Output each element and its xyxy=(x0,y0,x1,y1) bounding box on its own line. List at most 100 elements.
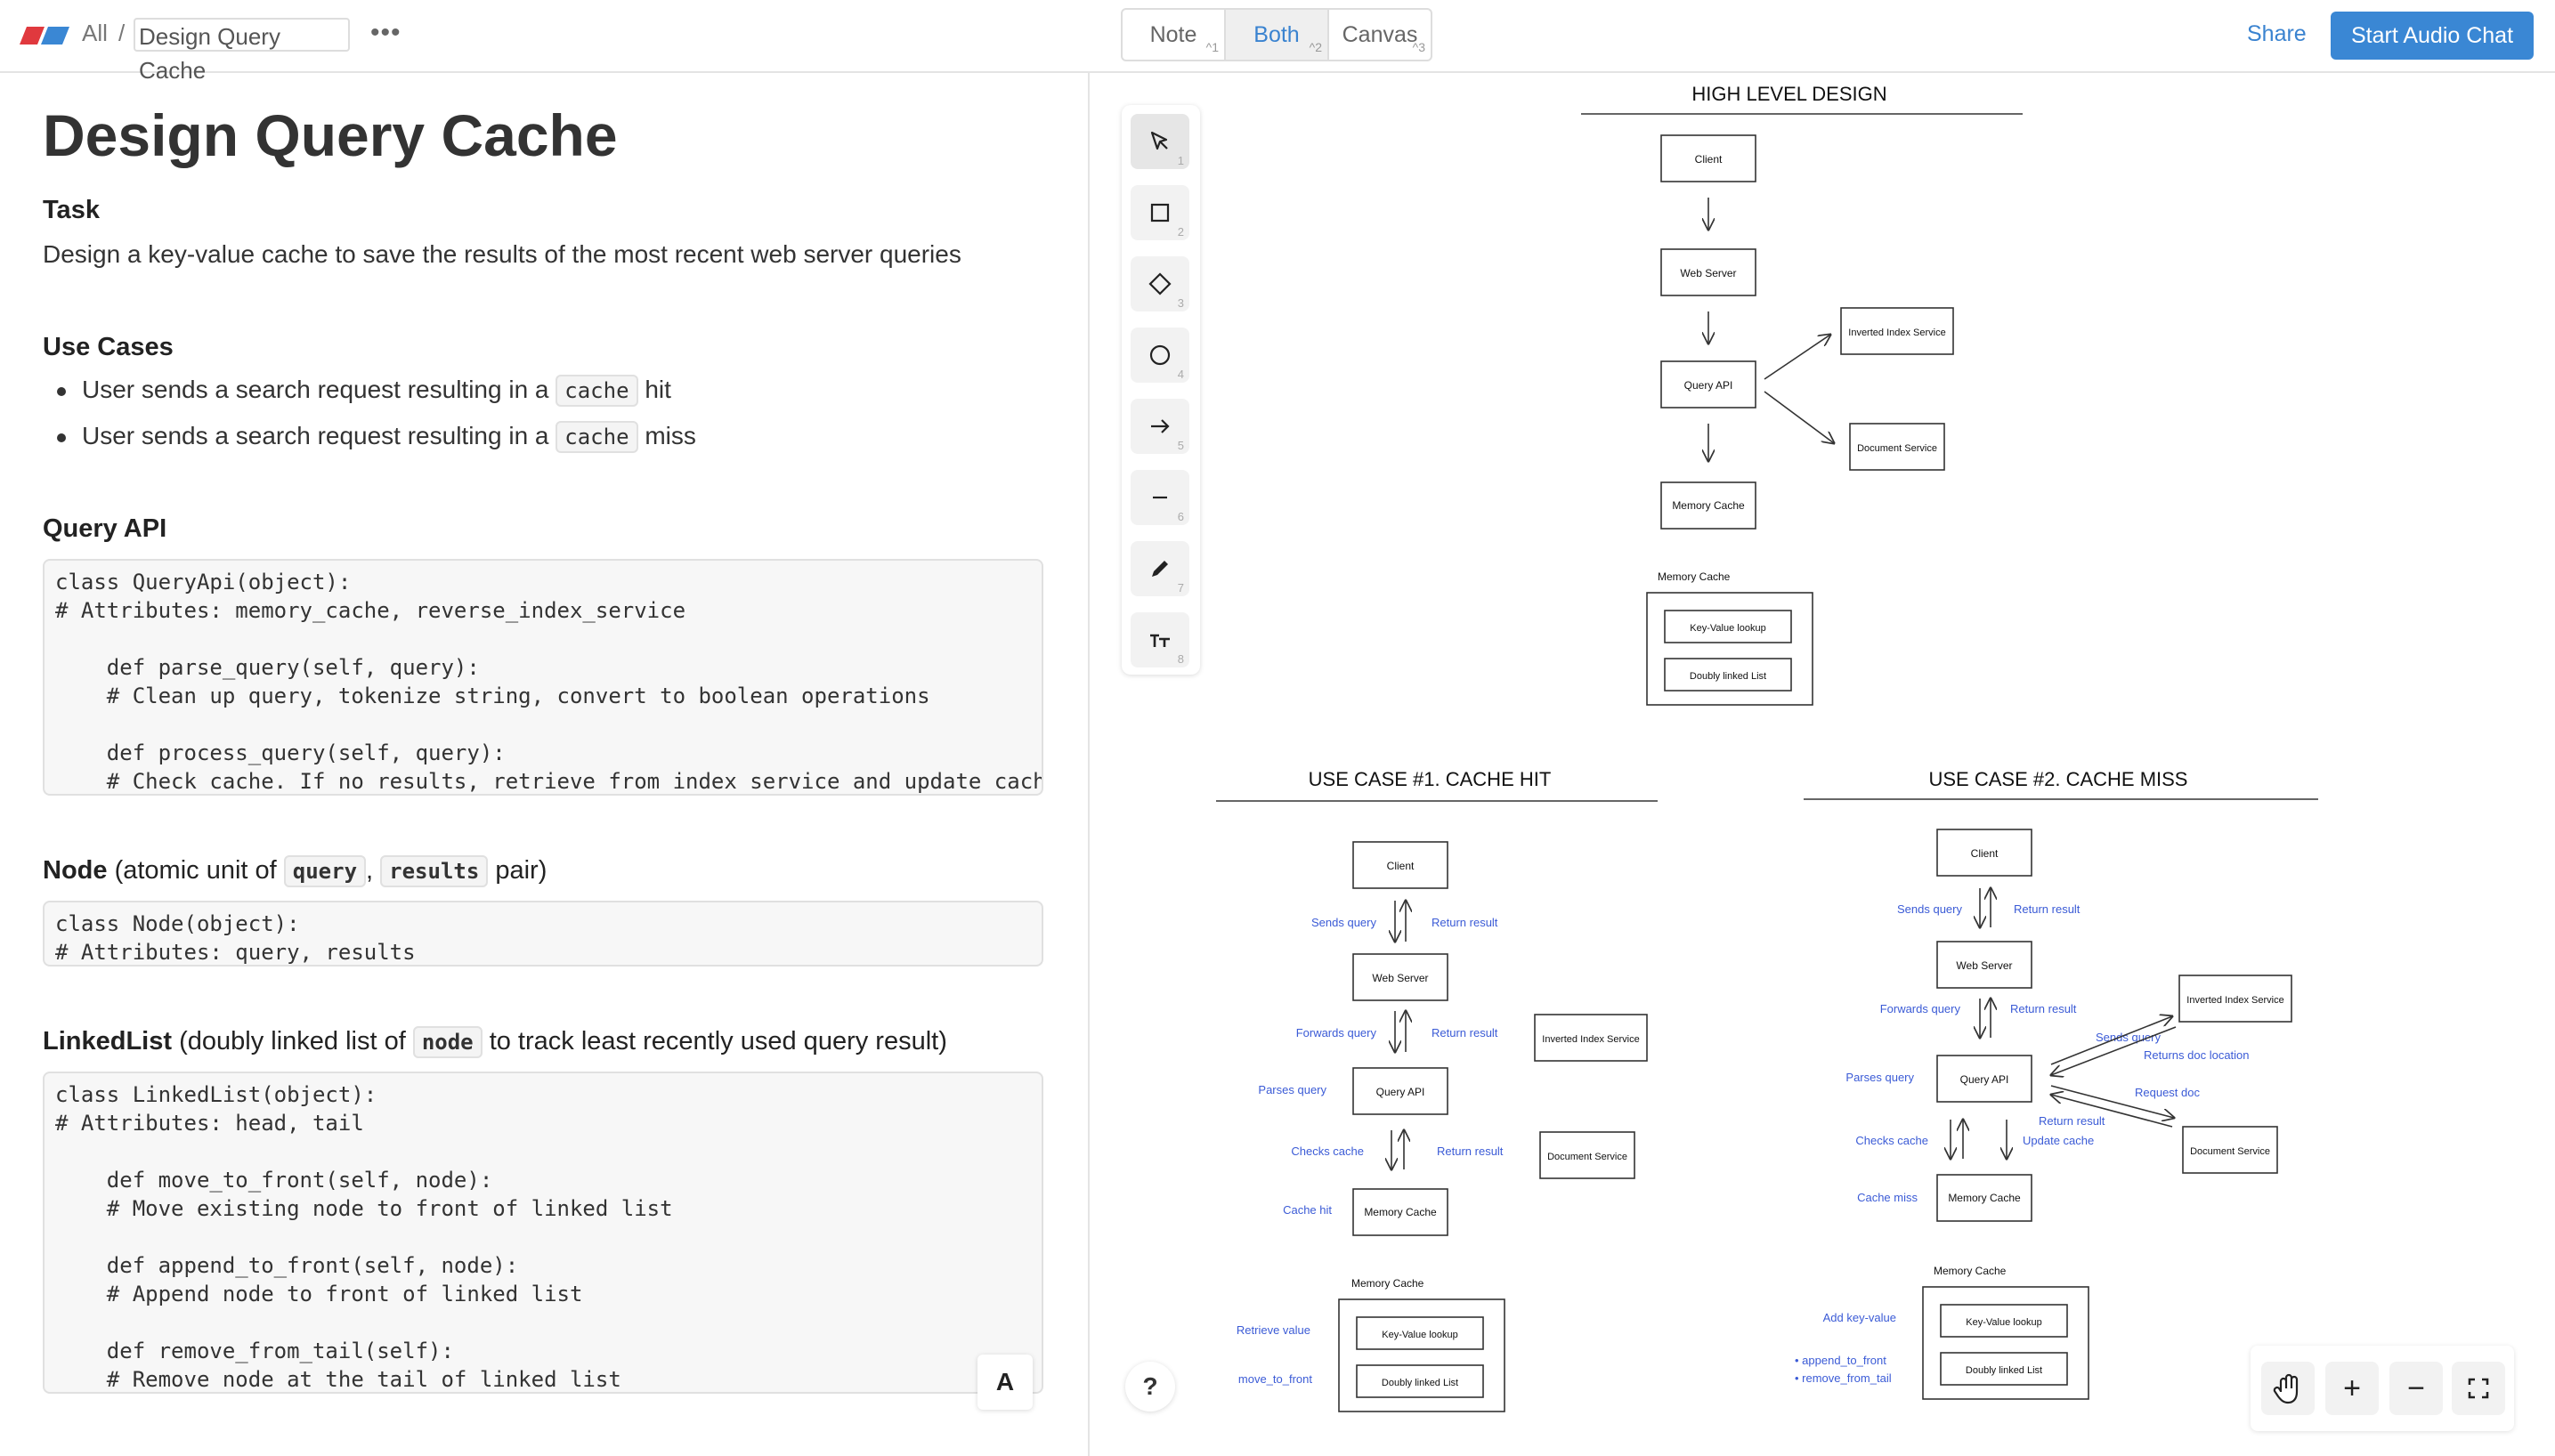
inline-code: results xyxy=(380,855,489,887)
diamond-tool-button[interactable]: 3 xyxy=(1131,256,1189,311)
linkedlist-heading-desc-end: to track least recently used query resul… xyxy=(489,1027,947,1056)
text-tool-button[interactable]: 8 xyxy=(1131,612,1189,667)
view-canvas-tab[interactable]: Canvas ^3 xyxy=(1329,10,1431,60)
uc1-document-service-label: Document Service xyxy=(1547,1152,1627,1162)
use-cases-heading: Use Cases xyxy=(43,333,174,361)
document-name-field[interactable]: Design Query Cache xyxy=(134,18,350,84)
uc1-kv-label: Key-Value lookup xyxy=(1382,1330,1457,1340)
share-link[interactable]: Share xyxy=(2247,21,2307,46)
hld-mc-caption: Memory Cache xyxy=(1658,570,1731,583)
arrow-right-icon xyxy=(1151,419,1170,433)
drawing-toolbar: 1 2 3 4 5 6 7 8 xyxy=(1122,105,1200,675)
linkedlist-heading-title: LinkedList xyxy=(43,1027,173,1056)
uc1-webserver-box[interactable] xyxy=(1352,953,1448,1001)
uc1-client-label: Client xyxy=(1387,860,1415,872)
select-tool-button[interactable]: 1 xyxy=(1131,114,1189,169)
uc2-webserver-box[interactable] xyxy=(1936,941,2032,989)
uc1-queryapi-box[interactable] xyxy=(1352,1067,1448,1115)
uc1-kv-box[interactable] xyxy=(1356,1316,1484,1350)
bullet-icon xyxy=(57,433,66,442)
uc2-client-box[interactable] xyxy=(1936,829,2032,877)
uc1-cache-hit: Cache hit xyxy=(1283,1203,1332,1217)
uc1-parses-query: Parses query xyxy=(1258,1083,1326,1096)
more-options-button[interactable]: ••• xyxy=(370,18,402,47)
view-note-tab[interactable]: Note ^1 xyxy=(1123,10,1226,60)
hld-kv-box[interactable] xyxy=(1664,610,1792,643)
app-logo-icon[interactable] xyxy=(20,25,71,46)
view-both-tab[interactable]: Both ^2 xyxy=(1226,10,1329,60)
fit-to-screen-button[interactable] xyxy=(2452,1362,2505,1415)
uc1-document-service-box[interactable] xyxy=(1539,1131,1635,1179)
zoom-out-button[interactable]: − xyxy=(2389,1362,2443,1415)
pane-divider[interactable] xyxy=(1088,71,1090,1456)
query-api-code-block[interactable]: class QueryApi(object): # Attributes: me… xyxy=(43,559,1043,796)
view-canvas-label: Canvas xyxy=(1342,22,1418,47)
uc1-inverted-index-box[interactable] xyxy=(1534,1014,1648,1062)
tool-shortcut: 5 xyxy=(1177,439,1184,452)
uc1-memorycache-box[interactable] xyxy=(1352,1188,1448,1236)
query-api-heading: Query API xyxy=(43,514,167,543)
ellipse-tool-button[interactable]: 4 xyxy=(1131,328,1189,383)
uc2-arrow xyxy=(2050,1016,2172,1065)
uc1-dll-box[interactable] xyxy=(1356,1364,1484,1398)
uc2-return-result-3: Return result xyxy=(2039,1114,2105,1128)
zoom-in-button[interactable]: + xyxy=(2325,1362,2379,1415)
linkedlist-code-block[interactable]: class LinkedList(object): # Attributes: … xyxy=(43,1072,1043,1394)
uc1-sends-query: Sends query xyxy=(1311,916,1376,929)
node-heading: Node (atomic unit of query, results pair… xyxy=(43,855,548,887)
hld-client-box[interactable] xyxy=(1660,134,1756,182)
line-icon xyxy=(1153,496,1167,499)
breadcrumb-all[interactable]: All xyxy=(82,20,108,46)
inline-code: query xyxy=(283,855,367,887)
tool-shortcut: 1 xyxy=(1177,154,1184,167)
uc1-webserver-label: Web Server xyxy=(1372,972,1428,984)
use-case-suffix: hit xyxy=(645,376,671,403)
hld-document-service-box[interactable] xyxy=(1849,423,1945,471)
uc2-forwards-query: Forwards query xyxy=(1880,1002,1961,1015)
uc2-returns-doc-location: Returns doc location xyxy=(2144,1048,2250,1062)
diagram-surface: HIGH LEVEL DESIGN Client Web Server Quer… xyxy=(1216,83,2318,1412)
top-bar: All / Design Query Cache ••• Note ^1 Bot… xyxy=(0,0,2555,84)
uc1-client-box[interactable] xyxy=(1352,841,1448,889)
uc2-document-service-box[interactable] xyxy=(2182,1126,2278,1174)
rectangle-tool-button[interactable]: 2 xyxy=(1131,185,1189,240)
hand-tool-button[interactable] xyxy=(2261,1362,2315,1415)
hld-arrow xyxy=(1764,391,1834,443)
uc1-checks-cache: Checks cache xyxy=(1291,1145,1364,1158)
draw-tool-button[interactable]: 7 xyxy=(1131,541,1189,596)
uc1-move-to-front: move_to_front xyxy=(1238,1372,1312,1386)
diamond-icon xyxy=(1148,272,1172,295)
uc2-dll-box[interactable] xyxy=(1940,1352,2068,1386)
uc2-sends-query-2: Sends query xyxy=(2096,1031,2161,1044)
tool-shortcut: 8 xyxy=(1177,652,1184,666)
pencil-icon xyxy=(1152,561,1168,577)
uc2-memorycache-box[interactable] xyxy=(1936,1174,2032,1222)
hld-document-service-label: Document Service xyxy=(1857,443,1937,454)
inline-code: node xyxy=(412,1026,483,1058)
hld-memorycache-box[interactable] xyxy=(1660,481,1756,530)
hld-webserver-label: Web Server xyxy=(1680,267,1736,279)
uc2-parses-query: Parses query xyxy=(1845,1071,1914,1084)
node-heading-desc-end: pair) xyxy=(495,856,548,885)
note-pane: Design Query Cache Task Design a key-val… xyxy=(43,71,1047,1456)
arrow-tool-button[interactable]: 5 xyxy=(1131,399,1189,454)
start-audio-chat-button[interactable]: Start Audio Chat xyxy=(2331,12,2534,60)
uc2-kv-box[interactable] xyxy=(1940,1304,2068,1338)
hld-queryapi-box[interactable] xyxy=(1660,360,1756,408)
canvas-pane[interactable]: 1 2 3 4 5 6 7 8 xyxy=(1090,71,2555,1456)
uc2-queryapi-box[interactable] xyxy=(1936,1055,2032,1103)
uc1-return-result-1: Return result xyxy=(1432,916,1498,929)
text-format-button[interactable]: A xyxy=(977,1355,1033,1410)
hld-dll-box[interactable] xyxy=(1664,658,1792,692)
hld-inverted-index-box[interactable] xyxy=(1840,307,1954,355)
node-code-block[interactable]: class Node(object): # Attributes: query,… xyxy=(43,901,1043,967)
uc2-inverted-index-box[interactable] xyxy=(2178,975,2292,1023)
pointer-icon xyxy=(1150,131,1168,150)
hld-webserver-box[interactable] xyxy=(1660,248,1756,296)
uc1-retrieve-value: Retrieve value xyxy=(1237,1323,1310,1337)
hld-queryapi-label: Query API xyxy=(1684,379,1733,392)
line-tool-button[interactable]: 6 xyxy=(1131,470,1189,525)
uc2-add-key-value: Add key-value xyxy=(1823,1311,1896,1324)
help-button[interactable]: ? xyxy=(1125,1362,1175,1412)
uc2-arrow xyxy=(2050,1085,2174,1118)
